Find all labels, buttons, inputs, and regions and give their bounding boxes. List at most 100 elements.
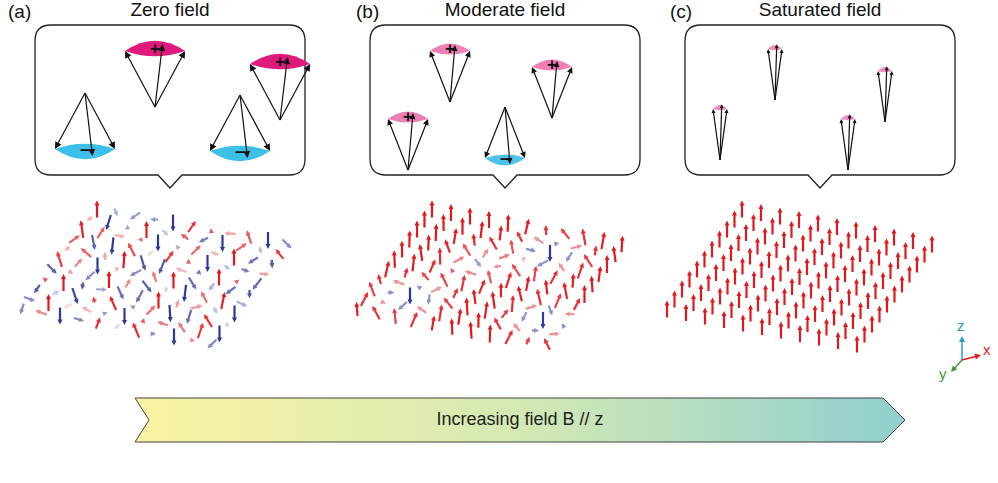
spin-arrow [408, 123, 426, 170]
arrow-head [74, 235, 80, 240]
arrow-head [417, 285, 423, 290]
spin-arrow [401, 245, 403, 258]
spin-arrow [871, 320, 873, 333]
arrow-head [451, 268, 456, 274]
spin-arrow [571, 277, 574, 287]
arrow-head [389, 290, 394, 295]
arrow-head [304, 64, 310, 72]
arrow-head [209, 285, 214, 290]
arrow-head [843, 322, 848, 327]
arrow-head [732, 211, 737, 216]
arrow-head [503, 309, 508, 314]
spin-arrow [430, 263, 434, 272]
arrow-head [729, 244, 734, 249]
spin-arrow [228, 232, 236, 235]
spin-arrow [794, 249, 796, 262]
arrow-head [824, 319, 829, 324]
spin-arrow [133, 213, 140, 218]
chirality-sign: + [445, 40, 455, 59]
spin-arrow [416, 224, 418, 237]
arrow-head [276, 249, 281, 254]
arrow-head [755, 238, 760, 243]
spin-arrow [221, 296, 224, 309]
arrow-head [951, 366, 957, 372]
arrow-head [387, 119, 393, 126]
spin-arrow [760, 208, 762, 221]
arrow-head [385, 261, 390, 266]
spin-arrow [696, 265, 698, 278]
arrow-head [426, 235, 431, 240]
arrow-head [168, 317, 173, 322]
spin-arrow [620, 240, 623, 253]
arrow-head [809, 282, 814, 287]
arrow-head [413, 312, 418, 318]
arrow-head [852, 119, 856, 123]
arrow-head [786, 255, 791, 260]
spin-arrow [146, 308, 152, 314]
spin-arrow [771, 222, 773, 235]
arrow-head [195, 245, 200, 250]
spin-arrow [856, 340, 858, 353]
arrow-head [225, 321, 230, 326]
spin-arrow [58, 255, 62, 267]
arrow-head [885, 296, 890, 301]
spin-arrow [505, 107, 523, 154]
spin-arrow [828, 232, 830, 245]
spin-arrow [802, 296, 804, 309]
arrow-head [817, 329, 822, 334]
arrow-head [907, 266, 912, 271]
spin-arrow [130, 246, 135, 256]
arrow-head [286, 243, 291, 248]
arrow-head [533, 266, 538, 271]
arrow-head [152, 271, 157, 277]
arrow-head [96, 317, 101, 323]
arrow-head [213, 308, 218, 314]
arrow-head [460, 217, 465, 222]
spin-arrow [218, 326, 220, 339]
spin-arrow [534, 270, 536, 282]
bubble-outline [35, 25, 305, 189]
arrow-head [398, 305, 403, 310]
arrow-head [508, 330, 513, 336]
spin-arrow [848, 293, 850, 306]
arrow-head [544, 338, 549, 344]
arrow-head [122, 320, 127, 325]
arrow-head [484, 249, 489, 255]
spin-arrow [155, 50, 162, 107]
arrow-head [710, 298, 715, 303]
arrow-head [234, 279, 239, 284]
spin-arrow [280, 63, 287, 120]
arrow-head [181, 234, 186, 239]
arrow-head [684, 304, 689, 309]
spin-arrow [453, 292, 456, 298]
arrow-head [877, 306, 882, 311]
spin-arrow [210, 340, 216, 346]
spin-arrow [859, 249, 861, 262]
spin-arrow [213, 95, 240, 146]
spin-arrow [916, 260, 918, 273]
arrow-head [714, 264, 719, 269]
spin-arrow [703, 255, 705, 268]
arrow-head [130, 305, 136, 310]
spin-cone [877, 66, 894, 122]
spin-arrow [817, 276, 819, 289]
spin-arrow [514, 267, 520, 276]
arrow-head [461, 275, 466, 280]
arrow-head [217, 338, 222, 343]
spin-arrow [889, 266, 891, 279]
arrow-head [541, 324, 546, 329]
arrow-head [759, 261, 764, 266]
arrow-head [729, 301, 734, 306]
arrow-head [544, 280, 549, 285]
spin-arrow [107, 215, 110, 226]
arrow-head [414, 220, 419, 225]
spin-arrow [779, 269, 781, 282]
arrow-head [157, 321, 163, 326]
arrow-head [771, 275, 776, 280]
cone-cap [878, 67, 892, 72]
spin-arrow [442, 276, 447, 287]
spin-arrow [477, 316, 479, 327]
spin-arrow [863, 330, 865, 343]
arrow-head [561, 228, 566, 233]
spin-arrow [123, 255, 124, 268]
